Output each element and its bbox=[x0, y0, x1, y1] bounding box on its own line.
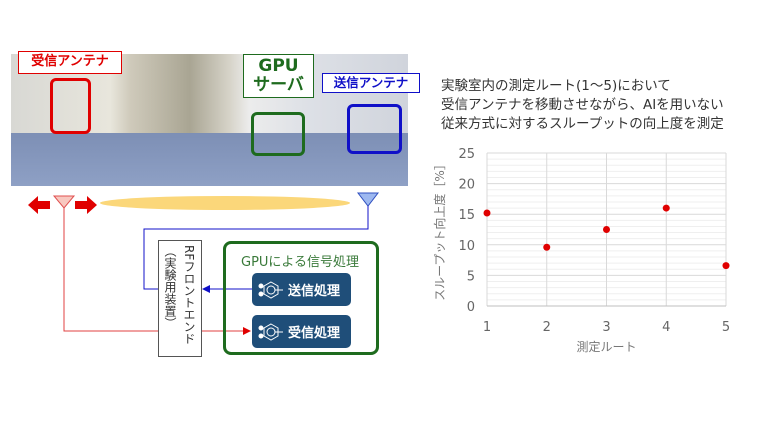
x-axis-title: 測定ルート bbox=[576, 339, 636, 354]
y-tick-label: 15 bbox=[458, 208, 475, 223]
rx-processing-block: 受信処理 bbox=[252, 315, 351, 348]
x-tick-label: 4 bbox=[662, 320, 670, 335]
rx-signal-line bbox=[63, 208, 158, 332]
rx-antenna-highlight bbox=[50, 78, 91, 134]
data-point bbox=[483, 209, 491, 217]
move-right-arrow-icon bbox=[75, 196, 97, 214]
x-tick-label: 2 bbox=[543, 320, 551, 335]
y-tick-label: 25 bbox=[458, 147, 475, 162]
description-line-2: 受信アンテナを移動させながら、AIを用いない bbox=[441, 97, 724, 113]
neural-network-icon bbox=[258, 322, 283, 341]
tx-processing-label: 送信処理 bbox=[288, 284, 341, 299]
rx-antenna-label: 受信アンテナ bbox=[18, 51, 122, 74]
y-tick-label: 10 bbox=[458, 239, 475, 254]
y-axis-title: スループット向上度［%］ bbox=[432, 158, 447, 301]
y-tick-label: 20 bbox=[458, 178, 475, 193]
data-point bbox=[603, 226, 610, 233]
x-tick-label: 1 bbox=[483, 320, 491, 335]
x-tick-label: 5 bbox=[722, 320, 730, 335]
rx-antenna-icon bbox=[52, 195, 76, 209]
rx-processing-label: 受信処理 bbox=[288, 326, 341, 341]
rf-frontend-sublabel: （実験用装置） bbox=[163, 245, 177, 329]
data-point bbox=[722, 262, 730, 270]
tx-antenna-icon bbox=[356, 192, 380, 207]
neural-network-icon bbox=[258, 280, 283, 299]
description-line-1: 実験室内の測定ルート(1〜5)において bbox=[441, 78, 671, 94]
rf-frontend-label: RFフロントエンド bbox=[182, 245, 196, 345]
tx-antenna-label: 送信アンテナ bbox=[322, 73, 420, 93]
gpu-server-label: GPU サーバ bbox=[243, 54, 314, 98]
rx-arrowhead-icon bbox=[243, 327, 251, 335]
data-point bbox=[543, 243, 551, 251]
tx-antenna-highlight bbox=[347, 104, 402, 154]
tx-processing-block: 送信処理 bbox=[252, 273, 351, 306]
gpu-processing-box bbox=[223, 241, 379, 355]
gpu-server-label-line1: GPU bbox=[258, 56, 299, 76]
x-tick-label: 3 bbox=[602, 320, 610, 335]
tx-arrowhead-icon bbox=[202, 285, 210, 293]
y-tick-label: 5 bbox=[467, 269, 475, 284]
gpu-server-label-line2: サーバ bbox=[253, 75, 304, 95]
move-left-arrow-icon bbox=[28, 196, 50, 214]
rf-frontend-box: RFフロントエンド （実験用装置） bbox=[158, 240, 202, 357]
tx-signal-line bbox=[143, 206, 369, 290]
data-point bbox=[662, 204, 670, 212]
y-tick-label: 0 bbox=[467, 300, 475, 315]
description-line-3: 従来方式に対するスループットの向上度を測定 bbox=[441, 116, 724, 132]
gpu-server-highlight bbox=[251, 112, 305, 156]
throughput-chart: 0 5 10 15 20 25 1 2 3 4 5 測定ルート スループット向上度［%］ bbox=[432, 147, 730, 354]
beam-ellipse bbox=[100, 196, 350, 210]
gpu-processing-title: GPUによる信号処理 bbox=[241, 255, 360, 270]
signal-diagram bbox=[28, 192, 380, 335]
